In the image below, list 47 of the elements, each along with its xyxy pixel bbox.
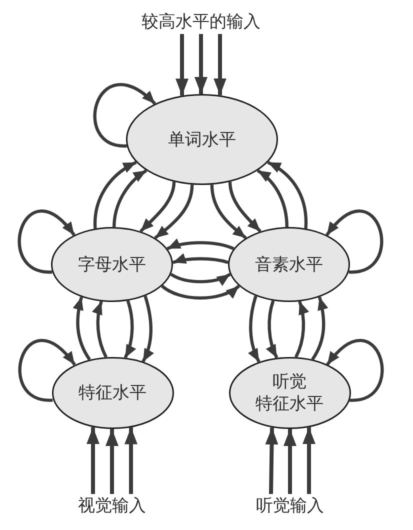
level-label: 特征水平 xyxy=(78,382,146,404)
arrow xyxy=(267,160,308,229)
loop-arrow xyxy=(326,210,384,274)
arrow xyxy=(73,296,91,360)
input-label: 听觉输入 xyxy=(250,494,330,518)
level-label: 听觉特征水平 xyxy=(254,371,324,415)
loop-arrow xyxy=(18,210,76,274)
level-ellipse xyxy=(51,227,173,302)
input-arrow xyxy=(214,34,226,96)
arrow xyxy=(266,300,278,358)
input-arrow xyxy=(86,427,100,494)
input-label: 较高水平的输入 xyxy=(136,10,266,34)
level-label: 音素水平 xyxy=(255,254,323,276)
arrow xyxy=(256,169,288,228)
loop-arrow xyxy=(93,83,156,148)
arrow xyxy=(210,184,247,240)
input-label: 视觉输入 xyxy=(72,494,152,518)
level-ellipse xyxy=(228,227,350,302)
input-arrow xyxy=(106,429,118,494)
arrow xyxy=(311,296,328,360)
loop-arrow xyxy=(18,338,76,402)
arrow xyxy=(248,296,260,362)
level-label: 单词水平 xyxy=(168,128,236,150)
arrow xyxy=(154,184,194,240)
level-ellipse xyxy=(228,357,350,429)
arrow xyxy=(92,300,108,358)
level-ellipse xyxy=(126,94,278,185)
arrow xyxy=(124,300,136,358)
arrow xyxy=(172,254,229,264)
arrow xyxy=(161,284,240,300)
arrow xyxy=(142,296,154,362)
input-arrow xyxy=(124,427,138,494)
input-arrow xyxy=(284,429,296,494)
input-arrow xyxy=(176,34,188,96)
arrow xyxy=(170,272,231,286)
arrow xyxy=(139,182,176,233)
level-ellipse xyxy=(52,357,174,429)
loop-arrow xyxy=(326,338,384,402)
level-label: 字母水平 xyxy=(78,254,146,276)
arrow xyxy=(166,238,234,250)
arrow xyxy=(93,160,137,229)
arrow xyxy=(112,169,148,228)
input-arrow xyxy=(194,34,208,94)
arrow xyxy=(228,182,262,233)
input-arrow xyxy=(265,427,278,494)
input-arrow xyxy=(302,427,316,494)
arrow xyxy=(294,300,309,358)
